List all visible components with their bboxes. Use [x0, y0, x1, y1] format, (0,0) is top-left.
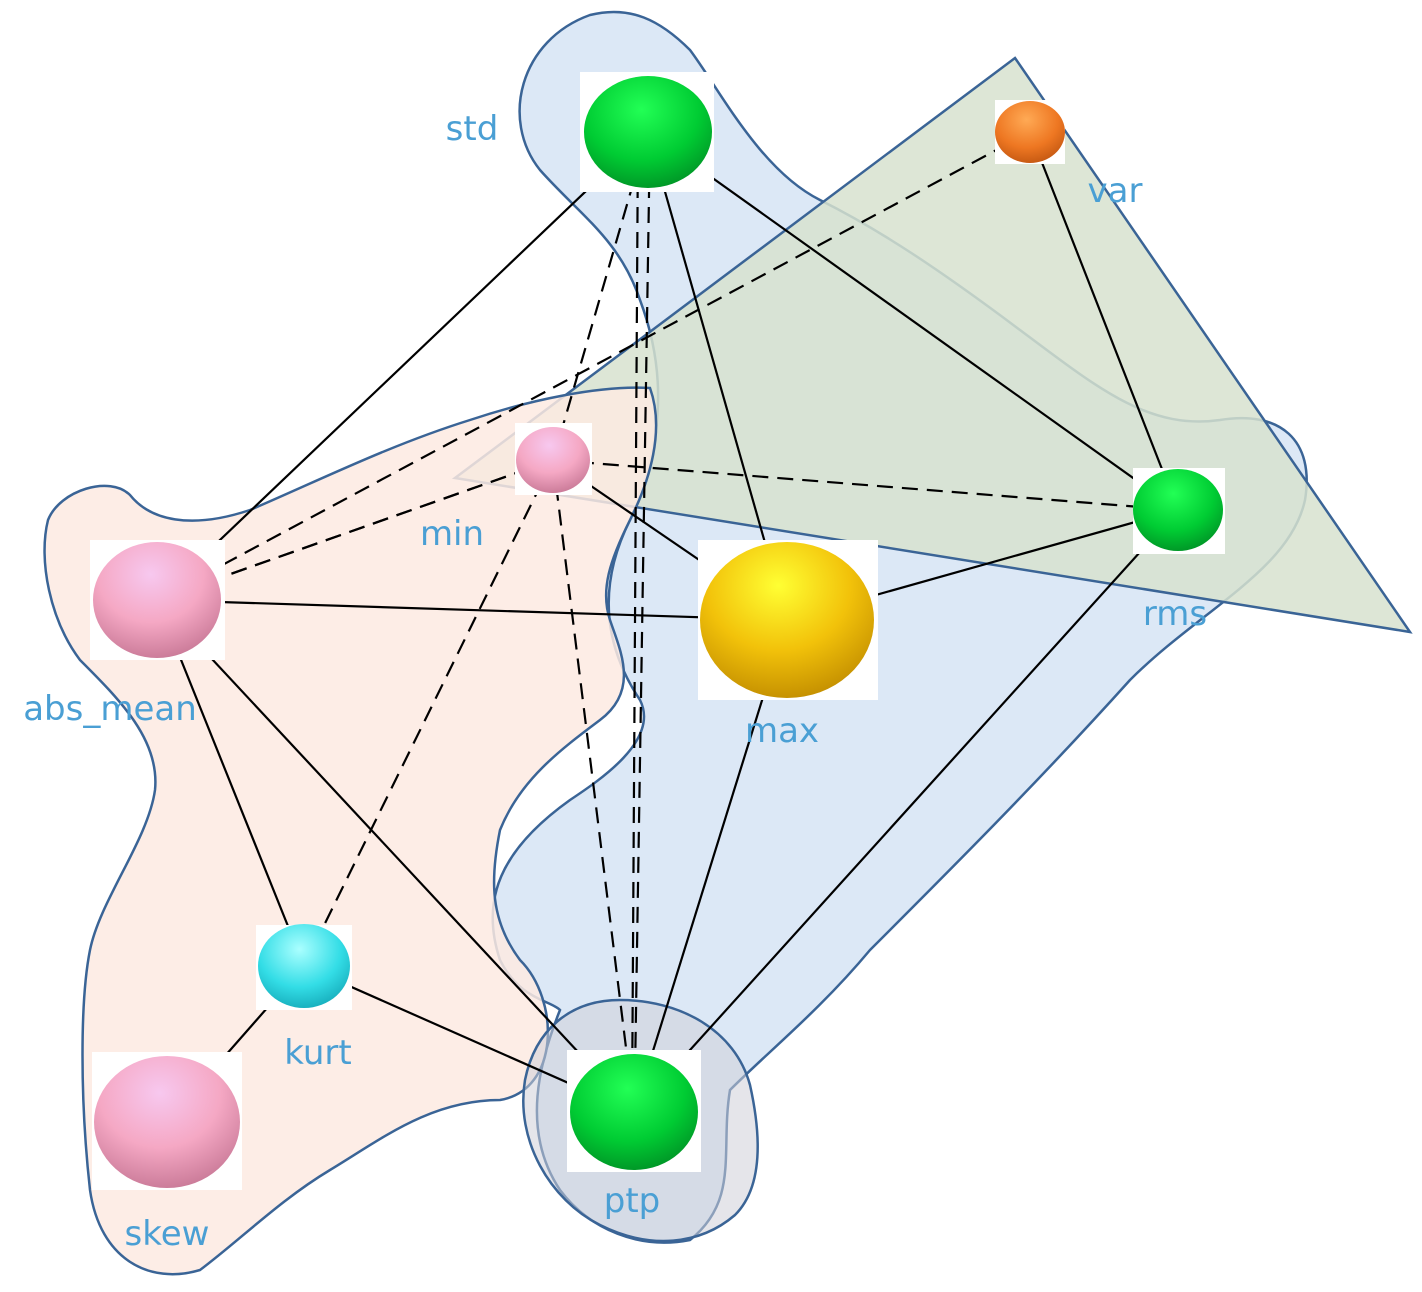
- node-label-min: min: [420, 514, 484, 554]
- node-label-var: var: [1088, 171, 1143, 211]
- edge-abs_mean-kurt: [155, 599, 306, 967]
- edge-abs_mean-ptp: [156, 599, 635, 1113]
- edge-rms-ptp: [633, 509, 1179, 1113]
- edge-var-abs_mean: [156, 131, 1031, 601]
- node-max: [700, 542, 874, 698]
- edge-max-ptp: [632, 619, 789, 1113]
- edge-std-ptp: [633, 131, 652, 1113]
- node-label-ptp: ptp: [604, 1181, 661, 1221]
- node-label-kurt: kurt: [284, 1033, 352, 1073]
- node-ptp: [570, 1054, 698, 1170]
- edge-std-rms: [647, 131, 1179, 511]
- node-min: [516, 427, 590, 493]
- node-var: [995, 101, 1065, 163]
- node-rms: [1133, 469, 1223, 551]
- node-skew: [94, 1056, 240, 1188]
- edge-std-max: [646, 131, 789, 621]
- node-label-skew: skew: [125, 1214, 210, 1254]
- node-label-std: std: [446, 109, 499, 149]
- edge-abs_mean-max: [156, 598, 788, 622]
- node-label-abs_mean: abs_mean: [23, 689, 197, 729]
- edge-std-abs_mean: [156, 131, 649, 601]
- node-label-rms: rms: [1143, 594, 1207, 634]
- edge-min-ptp: [551, 459, 636, 1113]
- edge-min-rms: [552, 458, 1179, 512]
- node-std: [584, 76, 712, 188]
- edge-std-ptp: [630, 131, 640, 1113]
- node-kurt: [258, 924, 350, 1008]
- edge-var-rms: [1028, 131, 1180, 511]
- node-layer: [90, 72, 1225, 1190]
- node-abs_mean: [93, 542, 221, 658]
- edge-min-kurt: [303, 459, 554, 967]
- node-label-max: max: [745, 711, 819, 751]
